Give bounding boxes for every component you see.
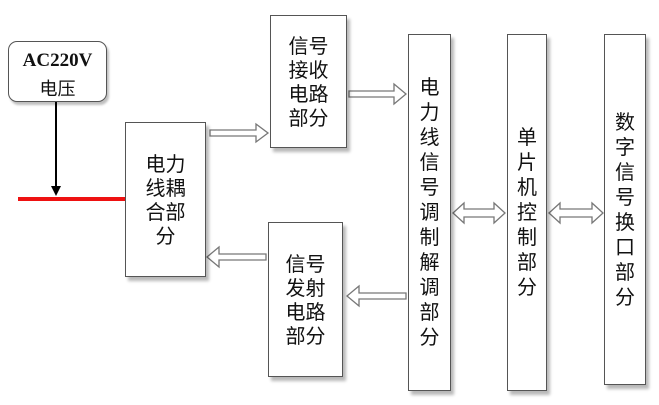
source-voltage-caption: 电压 bbox=[39, 79, 76, 99]
interface-block: 数 字 信 号 换 口 部 分 bbox=[604, 34, 646, 385]
arrow-modem-to-transmitter bbox=[345, 284, 407, 308]
receiver-block-label: 信号 接收 电路 部分 bbox=[288, 33, 329, 130]
source-voltage-label: AC220V bbox=[22, 50, 93, 71]
arrow-coupling-to-receiver bbox=[209, 122, 270, 144]
arrow-modem-mcu-bidirectional bbox=[452, 201, 506, 225]
modem-block: 电 力 线 信 号 调 制 解 调 部 分 bbox=[408, 34, 451, 391]
coupling-block-label: 电力 线耦 合部 分 bbox=[145, 151, 186, 248]
voltage-arrow-head bbox=[51, 186, 61, 196]
coupling-block: 电力 线耦 合部 分 bbox=[125, 122, 206, 277]
arrow-transmitter-to-coupling bbox=[205, 245, 267, 269]
modem-block-label: 电 力 线 信 号 调 制 解 调 部 分 bbox=[419, 75, 440, 349]
transmitter-block: 信号 发射 电路 部分 bbox=[268, 222, 343, 377]
mcu-block-label: 单 片 机 控 制 部 分 bbox=[517, 125, 537, 299]
arrow-receiver-to-modem bbox=[348, 82, 408, 106]
arrow-mcu-interface-bidirectional bbox=[548, 201, 604, 225]
receiver-block: 信号 接收 电路 部分 bbox=[270, 15, 347, 148]
transmitter-block-label: 信号 发射 电路 部分 bbox=[285, 251, 326, 348]
interface-block-label: 数 字 信 号 换 口 部 分 bbox=[615, 109, 635, 309]
ac220v-source-box: AC220V 电压 bbox=[8, 41, 107, 102]
mcu-block: 单 片 机 控 制 部 分 bbox=[507, 34, 547, 391]
